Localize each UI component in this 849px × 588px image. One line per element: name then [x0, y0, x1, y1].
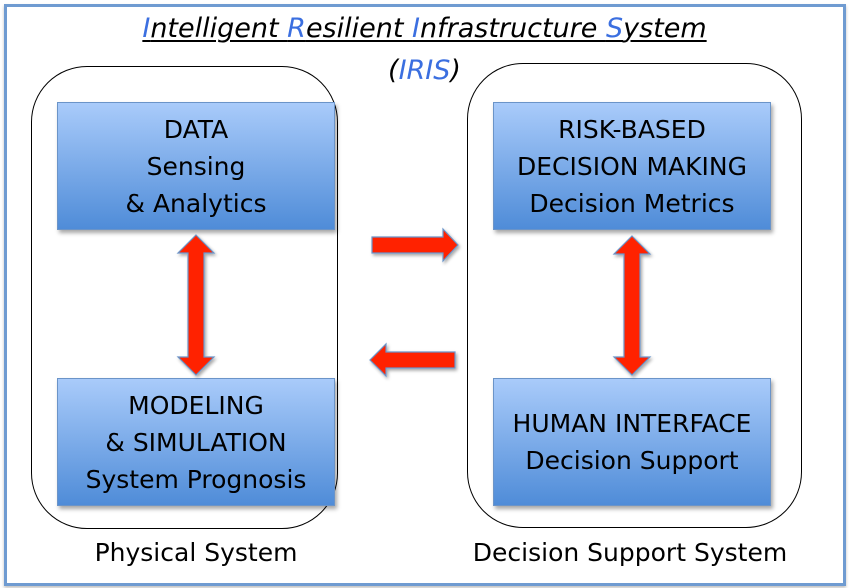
title-word: ntelligent [150, 13, 288, 44]
outer-frame [4, 4, 846, 586]
diagram-title: Intelligent Resilient Infrastructure Sys… [0, 12, 849, 46]
paren-open: ( [388, 55, 399, 86]
title-word: nfrastructure [419, 13, 606, 44]
data-sensing-box: DATA Sensing & Analytics [57, 102, 335, 230]
decision-support-label: Decision Support System [472, 538, 788, 567]
box-line: HUMAN INTERFACE [512, 409, 752, 438]
box-line: DATA [163, 114, 229, 144]
paren-close: ) [450, 55, 461, 86]
human-interface-box: HUMAN INTERFACE Decision Support [493, 378, 771, 506]
title-initial: S [605, 13, 624, 44]
box-line: Sensing [146, 151, 246, 181]
title-initial: I [142, 13, 151, 44]
box-line: System Prognosis [85, 464, 307, 494]
box-line: RISK-BASED [558, 114, 706, 144]
modeling-simulation-box: MODELING & SIMULATION System Prognosis [57, 378, 335, 506]
box-line: DECISION MAKING [517, 151, 747, 181]
physical-system-label: Physical System [94, 538, 298, 567]
box-line: MODELING [128, 390, 264, 420]
risk-based-decision-box: RISK-BASED DECISION MAKING Decision Metr… [493, 102, 771, 230]
title-word: esilient [305, 13, 413, 44]
acronym: (IRIS) [0, 54, 849, 88]
acronym-text: IRIS [398, 55, 451, 86]
title-initial: I [412, 13, 420, 44]
box-line: & SIMULATION [105, 427, 287, 457]
title-word: ystem [623, 13, 707, 44]
box-line: Decision Support [525, 446, 739, 475]
title-initial: R [287, 13, 306, 44]
box-line: & Analytics [125, 188, 267, 218]
box-line: Decision Metrics [529, 188, 735, 218]
